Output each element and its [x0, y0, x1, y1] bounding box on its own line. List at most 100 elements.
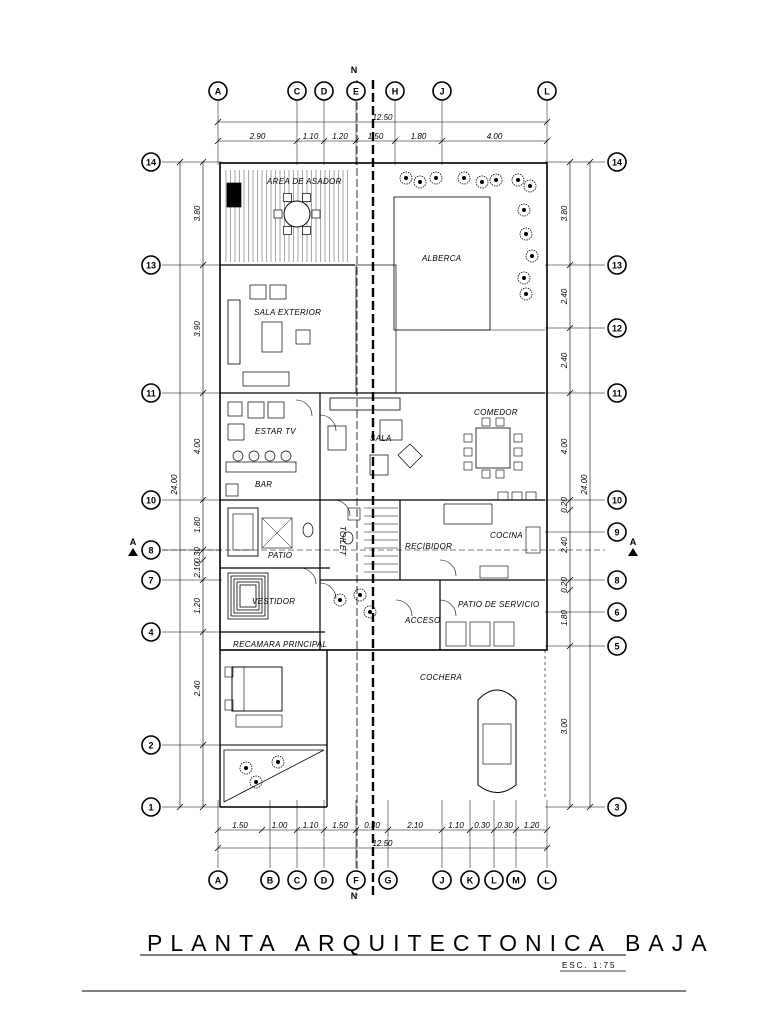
laundry-sink [493, 621, 515, 647]
right-dims-text: 2.40 [560, 352, 569, 369]
toilet [302, 522, 314, 538]
axis-bottom-10-circle [537, 870, 557, 890]
dining-table [475, 427, 511, 469]
bar-counter [225, 461, 297, 473]
bathtub-inner [232, 513, 254, 551]
axis-bottom-2-label: C [294, 876, 301, 886]
armchair [249, 284, 267, 300]
axis-bottom-10-label: L [544, 876, 550, 886]
plant-core [522, 208, 526, 212]
plant-core [418, 180, 422, 184]
axis-bottom-6-label: J [439, 876, 444, 886]
axis-top-0-label: A [215, 87, 222, 97]
axis-left-7-label: 2 [148, 741, 153, 751]
plant-core [524, 232, 528, 236]
plant [489, 173, 503, 187]
bottom-dims-text: 0.30 [364, 821, 380, 830]
dim-tick [566, 803, 574, 811]
door-swing [439, 559, 457, 577]
left-dims-text: 1.20 [193, 598, 202, 614]
dim-tick [384, 826, 392, 834]
dim-tick [438, 137, 446, 145]
axis-top-3-circle [346, 81, 366, 101]
chair [302, 193, 311, 202]
chair [273, 209, 283, 219]
room-label-toilet: TOILET [338, 526, 347, 556]
plant [333, 593, 347, 607]
sofa [329, 397, 401, 411]
closet-frame [236, 581, 260, 611]
cabinet [227, 401, 243, 417]
dim-tick [566, 506, 574, 514]
stool [511, 491, 523, 501]
axis-left-2-label: 11 [146, 389, 156, 399]
grill [226, 182, 242, 208]
chair [481, 417, 491, 427]
stool [525, 491, 537, 501]
dryer [469, 621, 491, 647]
axis-bottom-3-label: D [321, 876, 328, 886]
dim-tick [199, 546, 207, 554]
chair [513, 433, 523, 443]
bathtub [227, 507, 259, 557]
axis-bottom-1-label: B [267, 876, 274, 886]
left-dims-text: 0.30 [193, 547, 202, 563]
top-dims-text: 2.90 [249, 132, 266, 141]
right-total-text: 24.00 [580, 474, 589, 496]
room-label-cocina: COCINA [490, 531, 523, 540]
exterior-wall [219, 162, 548, 651]
dim-tick [566, 586, 574, 594]
pool-outline [393, 196, 491, 331]
closet-frame [233, 578, 263, 614]
plant [249, 775, 263, 789]
axis-grid [162, 80, 605, 895]
left-dims-text: 4.00 [193, 438, 202, 454]
axis-top-0-circle [208, 81, 228, 101]
room-label-comedor: COMEDOR [474, 408, 518, 417]
closet-frame [230, 575, 266, 617]
counter [479, 565, 509, 579]
axis-left-0-label: 14 [146, 158, 156, 168]
door-swing [333, 499, 351, 517]
chair [463, 433, 473, 443]
room-label-estar-tv: ESTAR TV [255, 427, 296, 436]
room-label-alberca: ALBERCA [421, 254, 461, 263]
section-marker-right: A [630, 537, 637, 547]
toilet [342, 531, 354, 545]
dim-tick [543, 137, 551, 145]
right-dims-text: 2.40 [560, 537, 569, 554]
axis-right-2-circle [607, 318, 627, 338]
plant-core [480, 180, 484, 184]
axis-top-2-label: D [321, 87, 328, 97]
dim-tick [352, 826, 360, 834]
plant [271, 755, 285, 769]
armchair [269, 284, 287, 300]
armchair [295, 329, 311, 345]
room-label-area-asador: AREA DE ASADOR [266, 177, 342, 186]
axis-top-1-circle [287, 81, 307, 101]
plant [475, 175, 489, 189]
door-swing [295, 399, 313, 417]
dim-tick [566, 642, 574, 650]
axis-left-1-label: 13 [146, 261, 156, 271]
plant [239, 761, 253, 775]
top-dims-text: 1.50 [368, 132, 384, 141]
stool [497, 491, 509, 501]
dim-tick [199, 556, 207, 564]
dim-tick [214, 137, 222, 145]
dim-tick [566, 324, 574, 332]
bar-stool [264, 450, 276, 462]
sofa [227, 299, 241, 365]
drawing-title: PLANTA ARQUITECTONICA BAJA [147, 930, 715, 956]
dim-tick [566, 576, 574, 584]
right-dims-text: 3.80 [560, 205, 569, 221]
axis-bottom-4-label: F [353, 876, 359, 886]
dim-tick [566, 389, 574, 397]
chair [481, 469, 491, 479]
plant-core [530, 254, 534, 258]
dim-tick [176, 158, 184, 166]
room-label-vestidor: VESTIDOR [252, 597, 295, 606]
chair [463, 461, 473, 471]
